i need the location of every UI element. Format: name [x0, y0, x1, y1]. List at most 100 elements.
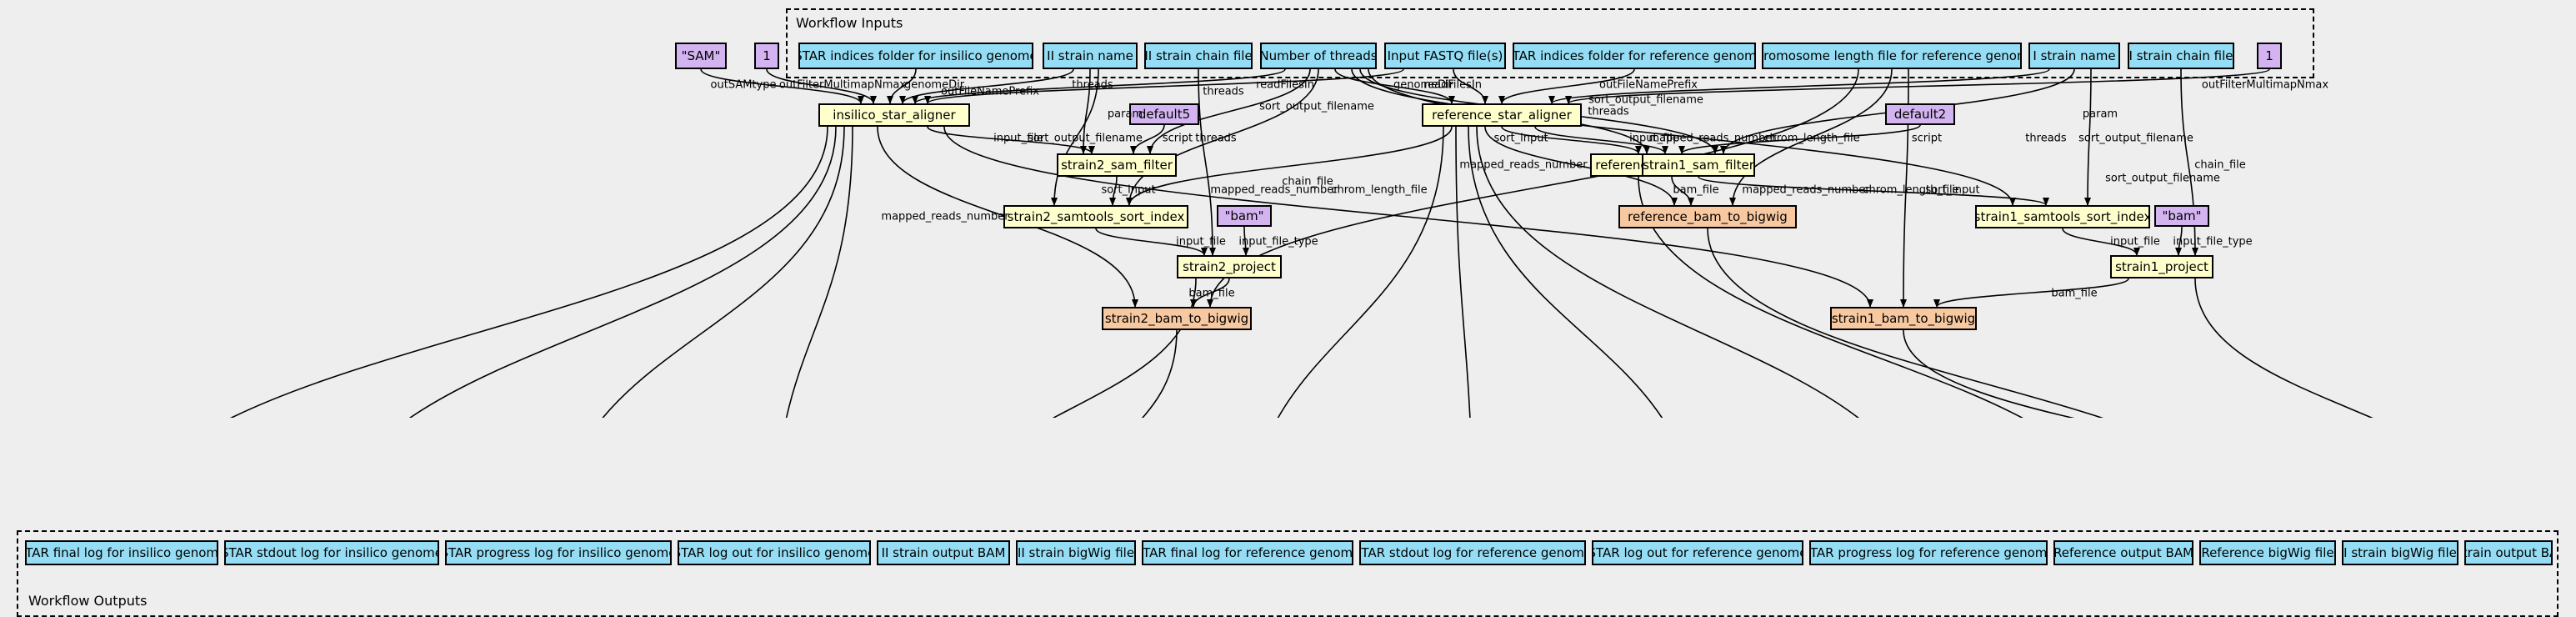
param-one-left[interactable]: 1	[754, 43, 779, 69]
edge-label: sort_output_filename	[1028, 132, 1143, 145]
edge	[1453, 68, 1488, 104]
edge	[1468, 126, 1663, 418]
edge	[2084, 68, 2092, 206]
output-star-progress-reference[interactable]: STAR progress log for reference genome	[1809, 540, 2048, 565]
edge-label: outFilterMultimapNmax	[778, 78, 907, 92]
edge-label: mapped_reads_number	[1742, 183, 1870, 197]
step-strain2-samtools-sort-index[interactable]: strain2_samtools_sort_index	[1003, 205, 1188, 228]
edge-label: sort_input	[1493, 132, 1548, 145]
edge-label: input_file	[993, 132, 1043, 145]
edge	[1080, 68, 1091, 154]
edge	[924, 68, 1404, 104]
edge-label: chain_file	[2194, 158, 2246, 172]
edge-label: sort_output_filename	[2105, 172, 2220, 185]
param-bam-left[interactable]: "bam"	[1217, 205, 1272, 227]
output-ii-bigwig[interactable]: II strain bigWig file	[1016, 540, 1136, 565]
output-reference-bigwig[interactable]: Reference bigWig file	[2199, 540, 2336, 565]
output-star-out-insilico[interactable]: STAR log out for insilico genome	[678, 540, 871, 565]
step-insilico-star-aligner[interactable]: insilico_star_aligner	[818, 103, 970, 127]
edge	[1565, 68, 2270, 104]
param-sam[interactable]: "SAM"	[675, 43, 727, 69]
edge	[1678, 124, 1921, 154]
edge-label: param	[1107, 108, 1143, 121]
edge-label: genomeDir	[1393, 78, 1454, 92]
input-i-chain-file[interactable]: I strain chain file	[2128, 43, 2234, 69]
step-strain1-bam-to-bigwig[interactable]: strain1_bam_to_bigwig	[1830, 307, 1977, 330]
edge	[1933, 278, 2129, 308]
workflow-inputs-cluster	[786, 8, 2314, 78]
edge	[1729, 68, 1893, 206]
output-star-out-reference[interactable]: STAR log out for reference genome	[1592, 540, 1803, 565]
output-i-bam[interactable]: I strain output BAM	[2464, 540, 2553, 565]
edge	[943, 126, 1873, 308]
output-star-progress-insilico[interactable]: STAR progress log for insilico genome	[445, 540, 672, 565]
param-bam-right[interactable]: "bam"	[2154, 205, 2209, 227]
edge	[1501, 126, 1642, 154]
edge	[766, 68, 877, 104]
edge	[1051, 68, 1099, 206]
step-strain2-sam-filter[interactable]: strain2_sam_filter	[1057, 153, 1177, 177]
input-star-insilico[interactable]: STAR indices folder for insilico genome	[798, 43, 1033, 69]
edge	[1698, 176, 2049, 206]
output-star-final-reference[interactable]: STAR final log for reference genome	[1142, 540, 1353, 565]
step-reference-star-aligner[interactable]: reference_star_aligner	[1422, 103, 1582, 127]
input-threads[interactable]: Number of threads	[1260, 43, 1377, 69]
edge	[1534, 126, 1668, 154]
edge	[899, 68, 1074, 104]
edge	[1334, 68, 1455, 104]
edge-label: script	[1162, 132, 1193, 145]
edge-label: bam_file	[1188, 287, 1235, 300]
edge	[1671, 176, 1694, 206]
step-strain1-samtools-sort-index[interactable]: strain1_samtools_sort_index	[1975, 205, 2150, 228]
edge	[1368, 68, 2016, 206]
step-reference-bam-to-bigwig[interactable]: reference_bam_to_bigwig	[1618, 205, 1797, 228]
edge-label: sort_output_filename	[1588, 93, 1703, 107]
output-star-stdout-insilico[interactable]: STAR stdout log for insilico genome	[224, 540, 439, 565]
edge	[1190, 278, 1230, 308]
output-star-final-insilico[interactable]: STAR final log for insilico genome	[25, 540, 218, 565]
output-i-bigwig[interactable]: I strain bigWig file	[2342, 540, 2458, 565]
edge-label: input_file	[2110, 235, 2160, 248]
output-star-stdout-reference[interactable]: STAR stdout log for reference genome	[1359, 540, 1586, 565]
edge-label: threads	[1588, 105, 1629, 118]
param-default5[interactable]: default5	[1129, 103, 1199, 125]
output-ii-bam[interactable]: II strain output BAM	[877, 540, 1010, 565]
step-strain2-bam-to-bigwig[interactable]: strain2_bam_to_bigwig	[1102, 307, 1252, 330]
edge-label: mapped_reads_number	[1459, 158, 1588, 172]
param-default2[interactable]: default2	[1885, 103, 1955, 125]
edge-label: mapped_reads_number	[881, 210, 1009, 223]
edge	[887, 68, 917, 104]
edge-label: bam_file	[1673, 183, 1719, 197]
param-one-right[interactable]: 1	[2257, 43, 2282, 69]
step-strain2-project[interactable]: strain2_project	[1177, 255, 1282, 278]
edge	[1242, 226, 1249, 256]
edge	[2062, 228, 2140, 256]
workflow-outputs-label: Workflow Outputs	[28, 593, 148, 609]
workflow-diagram: Workflow Inputs Workflow Outputs STAR in…	[17, 8, 2558, 617]
edge	[1126, 68, 1319, 206]
output-reference-bam[interactable]: Reference output BAM	[2053, 540, 2193, 565]
edge	[1498, 68, 1635, 104]
input-star-reference[interactable]: STAR indices folder for reference genome	[1513, 43, 1756, 69]
input-chrom-length[interactable]: Chromosome length file for reference gen…	[1762, 43, 2022, 69]
input-ii-chain-file[interactable]: II strain chain file	[1144, 43, 1253, 69]
edge	[602, 126, 845, 418]
edge-label: outSAMtype	[710, 78, 777, 92]
input-ii-strain-name[interactable]: II strain name	[1043, 43, 1138, 69]
edge-label: sort_input	[1101, 183, 1156, 197]
edge-label: param	[2082, 108, 2118, 121]
input-i-strain-name[interactable]: I strain name	[2028, 43, 2120, 69]
edge	[1147, 68, 1311, 154]
edge	[700, 68, 864, 104]
edge-label: chrom_length_file	[1863, 183, 1959, 197]
step-strain1-project[interactable]: strain1_project	[2110, 255, 2213, 278]
edge-label: threads	[1072, 78, 1113, 92]
input-fastq[interactable]: Input FASTQ file(s)	[1384, 43, 1506, 69]
step-strain1-sam-filter[interactable]: strain1_sam_filter	[1642, 153, 1755, 177]
edge	[1109, 176, 1118, 206]
edge	[1141, 329, 1178, 418]
edge	[230, 126, 828, 418]
edge-label: chrom_length_file	[1763, 132, 1860, 145]
edge-label: input_file	[1629, 132, 1679, 145]
edge-label: outFilterMultimapNmax	[2201, 78, 2329, 92]
